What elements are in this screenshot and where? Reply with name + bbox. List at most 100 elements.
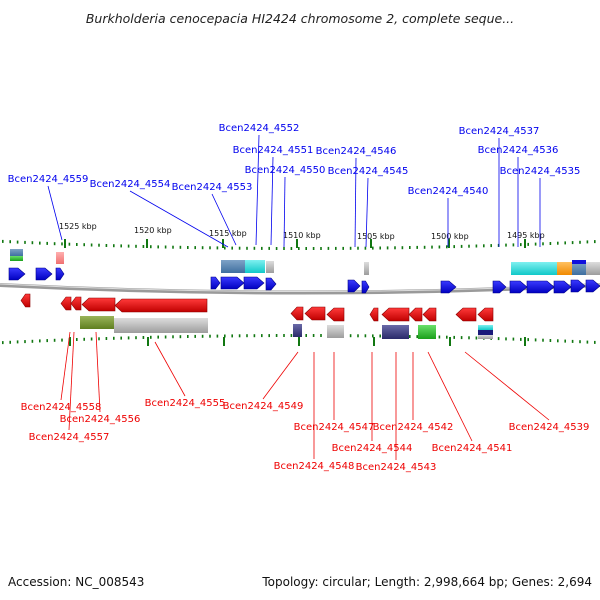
forward-gene-arrow[interactable] (55, 267, 65, 281)
tick-mark (135, 244, 137, 248)
outer-tick-row (2, 239, 596, 250)
reverse-gene-arrow[interactable] (114, 298, 208, 313)
tick-mark (120, 336, 122, 340)
gene-label[interactable]: Bcen2424_4544 (332, 443, 413, 454)
tick-mark (438, 245, 441, 249)
gene-label[interactable]: Bcen2424_4559 (8, 174, 89, 185)
tick-mark (409, 246, 411, 249)
gene-label[interactable]: Bcen2424_4555 (145, 398, 226, 409)
forward-gene-arrow[interactable] (492, 280, 507, 294)
reverse-gene-arrow[interactable] (381, 307, 410, 322)
tick-mark (534, 338, 537, 342)
forward-gene-arrow[interactable] (526, 280, 555, 294)
forward-gene-arrow[interactable] (570, 279, 586, 293)
tick-mark (164, 245, 167, 249)
tick-mark (39, 339, 41, 343)
leader-line (129, 190, 229, 248)
reverse-gene-arrow[interactable] (70, 296, 82, 311)
forward-gene-arrow[interactable] (8, 267, 26, 281)
gene-label[interactable]: Bcen2424_4550 (245, 165, 326, 176)
gene-label[interactable]: Bcen2424_4556 (60, 414, 141, 425)
tick-mark (586, 240, 589, 244)
reverse-gene-arrow[interactable] (304, 306, 326, 321)
forward-gene-arrow[interactable] (440, 280, 457, 294)
major-tick-mark (373, 337, 375, 346)
tick-mark (9, 240, 11, 244)
scale-tick-label: 1515 kbp (209, 229, 247, 238)
gene-label[interactable]: Bcen2424_4535 (500, 166, 581, 177)
gene-label[interactable]: Bcen2424_4549 (223, 401, 304, 412)
gene-label[interactable]: Bcen2424_4546 (316, 146, 397, 157)
gene-label[interactable]: Bcen2424_4541 (432, 443, 513, 454)
forward-gene-arrow[interactable] (347, 279, 361, 293)
forward-gene-arrow[interactable] (509, 280, 528, 294)
tick-mark (150, 245, 152, 249)
gene-label[interactable]: Bcen2424_4552 (219, 123, 300, 134)
leader-line (464, 351, 550, 421)
gene-label[interactable]: Bcen2424_4543 (356, 462, 437, 473)
reverse-gene-arrow[interactable] (422, 307, 437, 322)
tick-mark (505, 337, 507, 341)
reverse-gene-arrow[interactable] (20, 293, 31, 308)
tick-mark (53, 242, 56, 246)
major-tick-mark (448, 239, 450, 248)
forward-gene-arrow[interactable] (585, 279, 600, 293)
tick-mark (275, 334, 278, 337)
reverse-gene-track (20, 293, 494, 322)
tick-mark (90, 243, 93, 247)
reverse-gene-arrow[interactable] (455, 307, 477, 322)
forward-gene-arrow[interactable] (553, 280, 572, 294)
tick-mark (231, 334, 233, 338)
tick-mark (305, 247, 307, 250)
major-tick-mark (524, 337, 526, 346)
gene-label[interactable]: Bcen2424_4547 (294, 422, 375, 433)
forward-gene-arrow[interactable] (361, 280, 370, 294)
gene-label[interactable]: Bcen2424_4542 (373, 422, 454, 433)
tick-mark (290, 247, 293, 250)
tick-mark (505, 243, 507, 247)
tick-mark (349, 246, 352, 250)
gene-label[interactable]: Bcen2424_4545 (328, 166, 409, 177)
forward-gene-arrow[interactable] (243, 276, 265, 290)
reverse-gene-arrow[interactable] (477, 307, 494, 322)
tick-mark (127, 336, 130, 340)
forward-gene-arrow[interactable] (210, 276, 221, 290)
tick-mark (157, 245, 159, 249)
gene-label[interactable]: Bcen2424_4558 (21, 402, 102, 413)
genome-summary-text: Topology: circular; Length: 2,998,664 bp… (261, 575, 592, 589)
forward-gene-arrow[interactable] (220, 276, 245, 290)
tick-mark (31, 241, 34, 245)
gene-label[interactable]: Bcen2424_4553 (172, 182, 253, 193)
gene-label[interactable]: Bcen2424_4548 (274, 461, 355, 472)
tick-mark (416, 245, 418, 249)
leader-line (60, 331, 71, 401)
tick-mark (312, 247, 315, 250)
reverse-gene-arrow[interactable] (60, 296, 72, 311)
reverse-gene-arrow[interactable] (81, 297, 116, 312)
map-title: Burkholderia cenocepacia HI2424 chromoso… (86, 11, 514, 26)
gene-label[interactable]: Bcen2424_4551 (233, 145, 314, 156)
tick-mark (394, 246, 396, 250)
forward-gene-arrow[interactable] (35, 267, 53, 281)
reverse-gene-arrow[interactable] (290, 306, 304, 321)
reverse-gene-arrow[interactable] (369, 307, 379, 322)
gene-label[interactable]: Bcen2424_4540 (408, 186, 489, 197)
reverse-gene-arrow[interactable] (326, 307, 345, 322)
tick-mark (253, 334, 256, 338)
gene-label[interactable]: Bcen2424_4554 (90, 179, 171, 190)
forward-gene-track (8, 267, 600, 294)
gene-label[interactable]: Bcen2424_4557 (29, 432, 110, 443)
major-tick-mark (147, 337, 149, 346)
gene-label[interactable]: Bcen2424_4536 (478, 145, 559, 156)
tick-mark (216, 246, 219, 250)
gene-label[interactable]: Bcen2424_4537 (459, 126, 540, 137)
forward-gene-arrow[interactable] (265, 277, 277, 291)
reverse-gene-arrow[interactable] (408, 307, 423, 322)
gene-label[interactable]: Bcen2424_4539 (509, 422, 590, 433)
tick-mark (61, 242, 63, 246)
tick-mark (246, 246, 248, 250)
major-tick-mark (64, 239, 66, 248)
tick-mark (483, 244, 485, 248)
tick-mark (24, 340, 26, 344)
tick-mark (571, 339, 574, 343)
